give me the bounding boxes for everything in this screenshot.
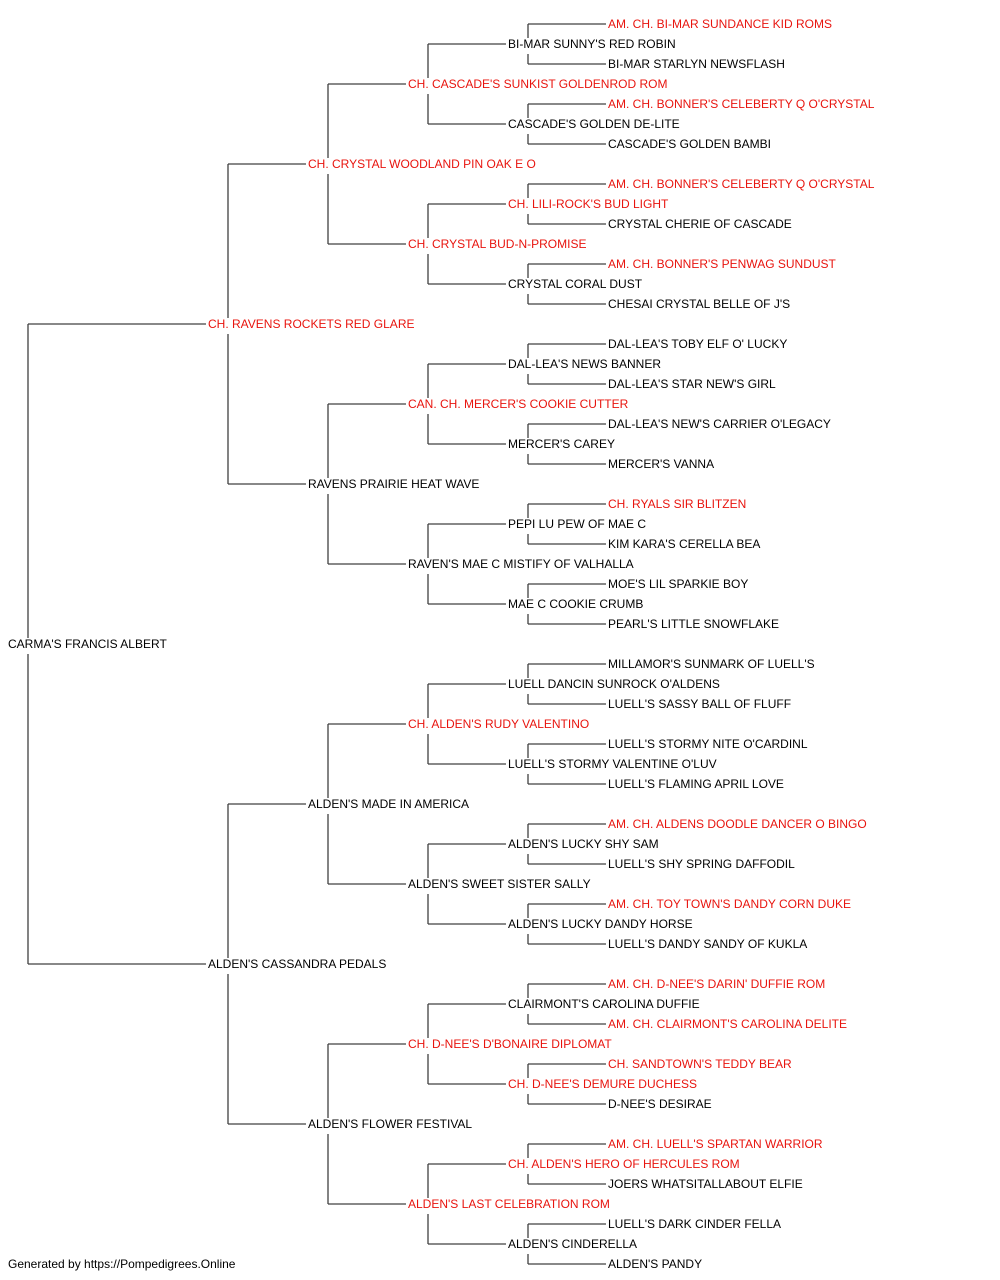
ancestor-name-gen4: LUELL DANCIN SUNROCK O'ALDENS (508, 677, 720, 691)
ancestor-name-gen1: CH. RAVENS ROCKETS RED GLARE (208, 317, 414, 331)
ancestor-name-gen5: DAL-LEA'S NEW'S CARRIER O'LEGACY (608, 417, 831, 431)
ancestor-name-gen5: JOERS WHATSITALLABOUT ELFIE (608, 1177, 803, 1191)
ancestor-name-gen4: CH. ALDEN'S HERO OF HERCULES ROM (508, 1157, 740, 1171)
ancestor-name-gen5: BI-MAR STARLYN NEWSFLASH (608, 57, 785, 71)
ancestor-name-gen4: CLAIRMONT'S CAROLINA DUFFIE (508, 997, 700, 1011)
ancestor-name-gen4: CH. D-NEE'S DEMURE DUCHESS (508, 1077, 697, 1091)
ancestor-name-gen4: MAE C COOKIE CRUMB (508, 597, 643, 611)
ancestor-name-gen5: LUELL'S FLAMING APRIL LOVE (608, 777, 784, 791)
ancestor-name-gen3: CH. CRYSTAL BUD-N-PROMISE (408, 237, 586, 251)
ancestor-name-gen5: AM. CH. TOY TOWN'S DANDY CORN DUKE (608, 897, 851, 911)
ancestor-name-gen3: RAVEN'S MAE C MISTIFY OF VALHALLA (408, 557, 634, 571)
ancestor-name-gen3: CAN. CH. MERCER'S COOKIE CUTTER (408, 397, 629, 411)
ancestor-name-gen5: AM. CH. ALDENS DOODLE DANCER O BINGO (608, 817, 867, 831)
ancestor-name-gen2: ALDEN'S MADE IN AMERICA (308, 797, 469, 811)
ancestor-name-gen2: ALDEN'S FLOWER FESTIVAL (308, 1117, 472, 1131)
subject-dog-name: CARMA'S FRANCIS ALBERT (8, 637, 167, 651)
ancestor-name-gen1: ALDEN'S CASSANDRA PEDALS (208, 957, 386, 971)
ancestor-name-gen3: ALDEN'S SWEET SISTER SALLY (408, 877, 591, 891)
ancestor-name-gen5: ALDEN'S PANDY (608, 1257, 702, 1271)
footer-credit: Generated by https://Pompedigrees.Online (8, 1257, 236, 1271)
ancestor-name-gen5: AM. CH. CLAIRMONT'S CAROLINA DELITE (608, 1017, 847, 1031)
ancestor-name-gen4: CH. LILI-ROCK'S BUD LIGHT (508, 197, 669, 211)
ancestor-name-gen2: CH. CRYSTAL WOODLAND PIN OAK E O (308, 157, 536, 171)
ancestor-name-gen5: AM. CH. D-NEE'S DARIN' DUFFIE ROM (608, 977, 825, 991)
ancestor-name-gen4: ALDEN'S LUCKY SHY SAM (508, 837, 659, 851)
ancestor-name-gen5: CH. SANDTOWN'S TEDDY BEAR (608, 1057, 792, 1071)
ancestor-name-gen5: LUELL'S DANDY SANDY OF KUKLA (608, 937, 807, 951)
ancestor-name-gen5: AM. CH. BONNER'S PENWAG SUNDUST (608, 257, 837, 271)
ancestor-name-gen5: CH. RYALS SIR BLITZEN (608, 497, 746, 511)
ancestor-name-gen5: DAL-LEA'S TOBY ELF O' LUCKY (608, 337, 787, 351)
ancestor-name-gen5: AM. CH. BI-MAR SUNDANCE KID ROMS (608, 17, 832, 31)
ancestor-name-gen5: MOE'S LIL SPARKIE BOY (608, 577, 748, 591)
ancestor-name-gen3: CH. CASCADE'S SUNKIST GOLDENROD ROM (408, 77, 667, 91)
ancestor-name-gen4: BI-MAR SUNNY'S RED ROBIN (508, 37, 676, 51)
ancestor-name-gen5: LUELL'S STORMY NITE O'CARDINL (608, 737, 808, 751)
ancestor-name-gen5: MILLAMOR'S SUNMARK OF LUELL'S (608, 657, 815, 671)
ancestor-name-gen5: LUELL'S SHY SPRING DAFFODIL (608, 857, 795, 871)
ancestor-name-gen5: AM. CH. LUELL'S SPARTAN WARRIOR (608, 1137, 823, 1151)
ancestor-name-gen3: CH. D-NEE'S D'BONAIRE DIPLOMAT (408, 1037, 612, 1051)
ancestor-name-gen2: RAVENS PRAIRIE HEAT WAVE (308, 477, 479, 491)
ancestor-name-gen4: LUELL'S STORMY VALENTINE O'LUV (508, 757, 717, 771)
ancestor-name-gen5: KIM KARA'S CERELLA BEA (608, 537, 760, 551)
ancestor-name-gen4: ALDEN'S CINDERELLA (508, 1237, 637, 1251)
ancestor-name-gen4: CRYSTAL CORAL DUST (508, 277, 643, 291)
ancestor-name-gen5: LUELL'S SASSY BALL OF FLUFF (608, 697, 791, 711)
ancestor-name-gen4: ALDEN'S LUCKY DANDY HORSE (508, 917, 693, 931)
ancestor-name-gen5: CHESAI CRYSTAL BELLE OF J'S (608, 297, 790, 311)
ancestor-name-gen4: DAL-LEA'S NEWS BANNER (508, 357, 661, 371)
ancestor-name-gen5: LUELL'S DARK CINDER FELLA (608, 1217, 781, 1231)
ancestor-name-gen3: CH. ALDEN'S RUDY VALENTINO (408, 717, 589, 731)
ancestor-name-gen4: CASCADE'S GOLDEN DE-LITE (508, 117, 680, 131)
ancestor-name-gen5: D-NEE'S DESIRAE (608, 1097, 712, 1111)
ancestor-name-gen5: PEARL'S LITTLE SNOWFLAKE (608, 617, 779, 631)
ancestor-name-gen4: MERCER'S CAREY (508, 437, 615, 451)
ancestor-name-gen3: ALDEN'S LAST CELEBRATION ROM (408, 1197, 610, 1211)
ancestor-name-gen5: MERCER'S VANNA (608, 457, 714, 471)
ancestor-name-gen5: AM. CH. BONNER'S CELEBERTY Q O'CRYSTAL (608, 97, 875, 111)
ancestor-name-gen5: CRYSTAL CHERIE OF CASCADE (608, 217, 792, 231)
ancestor-name-gen4: PEPI LU PEW OF MAE C (508, 517, 646, 531)
ancestor-name-gen5: DAL-LEA'S STAR NEW'S GIRL (608, 377, 776, 391)
ancestor-name-gen5: CASCADE'S GOLDEN BAMBI (608, 137, 771, 151)
ancestor-name-gen5: AM. CH. BONNER'S CELEBERTY Q O'CRYSTAL (608, 177, 875, 191)
